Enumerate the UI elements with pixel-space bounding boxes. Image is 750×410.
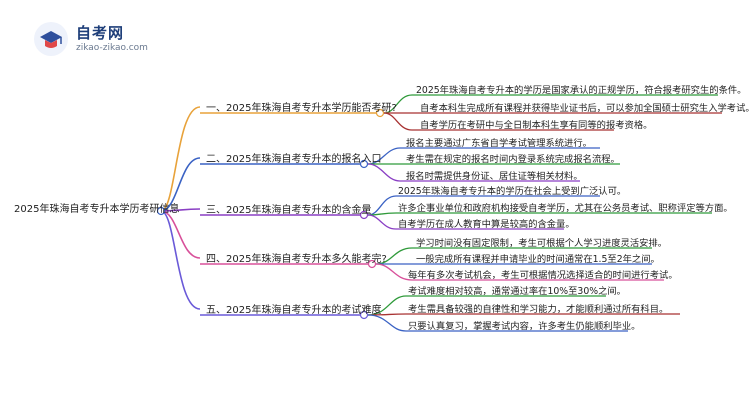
leaf-topic-4-3[interactable]: 每年有多次考试机会，考生可根据情况选择适合的时间进行考试。 <box>408 270 678 281</box>
logo-url: zikao-zikao.com <box>76 43 148 53</box>
leaf-topic-3-1[interactable]: 2025年珠海自考专升本的学历在社会上受到广泛认可。 <box>398 186 627 197</box>
leaf-topic-5-2[interactable]: 考生需具备较强的自律性和学习能力，才能顺利通过所有科目。 <box>408 304 669 315</box>
leaf-topic-1-2[interactable]: 自考本科生完成所有课程并获得毕业证书后，可以参加全国硕士研究生入学考试。 <box>420 103 750 114</box>
leaf-topic-2-1[interactable]: 报名主要通过广东省自学考试管理系统进行。 <box>406 138 592 149</box>
root-node <box>156 206 166 216</box>
leaf-topic-2-2[interactable]: 考生需在规定的报名时间内登录系统完成报名流程。 <box>406 154 620 165</box>
graduation-cap-logo-icon <box>34 22 68 56</box>
branch-topic-3[interactable]: 三、2025年珠海自考专升本的含金量 <box>206 205 372 216</box>
root-connector-4 <box>160 210 201 259</box>
leaf-topic-2-3[interactable]: 报名时需提供身份证、居住证等相关材料。 <box>406 171 583 182</box>
root-connector-5 <box>160 210 201 310</box>
root-topic[interactable]: 2025年珠海自考专升本学历考研信息 <box>14 204 180 215</box>
branch-topic-5[interactable]: 五、2025年珠海自考专升本的考试难度 <box>206 305 382 316</box>
branch-node-2 <box>359 159 369 169</box>
leaf-topic-5-1[interactable]: 考试难度相对较高，通常通过率在10%至30%之间。 <box>408 286 626 297</box>
root-connector-3 <box>160 208 201 212</box>
leaf-connector-5-3 <box>367 314 628 332</box>
leaf-connector-4-3 <box>375 263 664 281</box>
site-logo[interactable]: 自考网 zikao-zikao.com <box>32 20 152 60</box>
branch-node-3 <box>359 210 369 220</box>
branch-node-4 <box>367 259 377 269</box>
leaf-topic-4-1[interactable]: 学习时间没有固定限制，考生可根据个人学习进度灵活安排。 <box>416 238 668 249</box>
leaf-connector-3-3 <box>367 214 564 230</box>
branch-topic-2[interactable]: 二、2025年珠海自考专升本的报名入口 <box>206 154 382 165</box>
leaf-topic-3-3[interactable]: 自考学历在成人教育中算是较高的含金量。 <box>398 219 575 230</box>
root-connector-1 <box>160 106 201 212</box>
branch-node-1 <box>375 108 385 118</box>
leaf-topic-3-2[interactable]: 许多企事业单位和政府机构接受自考学历，尤其在公务员考试、职称评定等方面。 <box>398 203 733 214</box>
root-connector-2 <box>160 157 201 212</box>
branch-topic-4[interactable]: 四、2025年珠海自考专升本多久能考完? <box>206 254 387 265</box>
branch-topic-1[interactable]: 一、2025年珠海自考专升本学历能否考研? <box>206 103 397 114</box>
leaf-topic-5-3[interactable]: 只要认真复习，掌握考试内容，许多考生仍能顺利毕业。 <box>408 321 641 332</box>
leaf-topic-1-1[interactable]: 2025年珠海自考专升本的学历是国家承认的正规学历，符合报考研究生的条件。 <box>416 85 747 96</box>
leaf-topic-4-2[interactable]: 一般完成所有课程并申请毕业的时间通常在1.5至2年之间。 <box>416 254 660 265</box>
leaf-topic-1-3[interactable]: 自考学历在考研中与全日制本科生享有同等的报考资格。 <box>420 120 653 131</box>
leaf-connector-2-3 <box>367 163 580 182</box>
logo-title: 自考网 <box>76 24 125 42</box>
leaf-connector-1-3 <box>383 112 614 131</box>
branch-node-5 <box>359 310 369 320</box>
